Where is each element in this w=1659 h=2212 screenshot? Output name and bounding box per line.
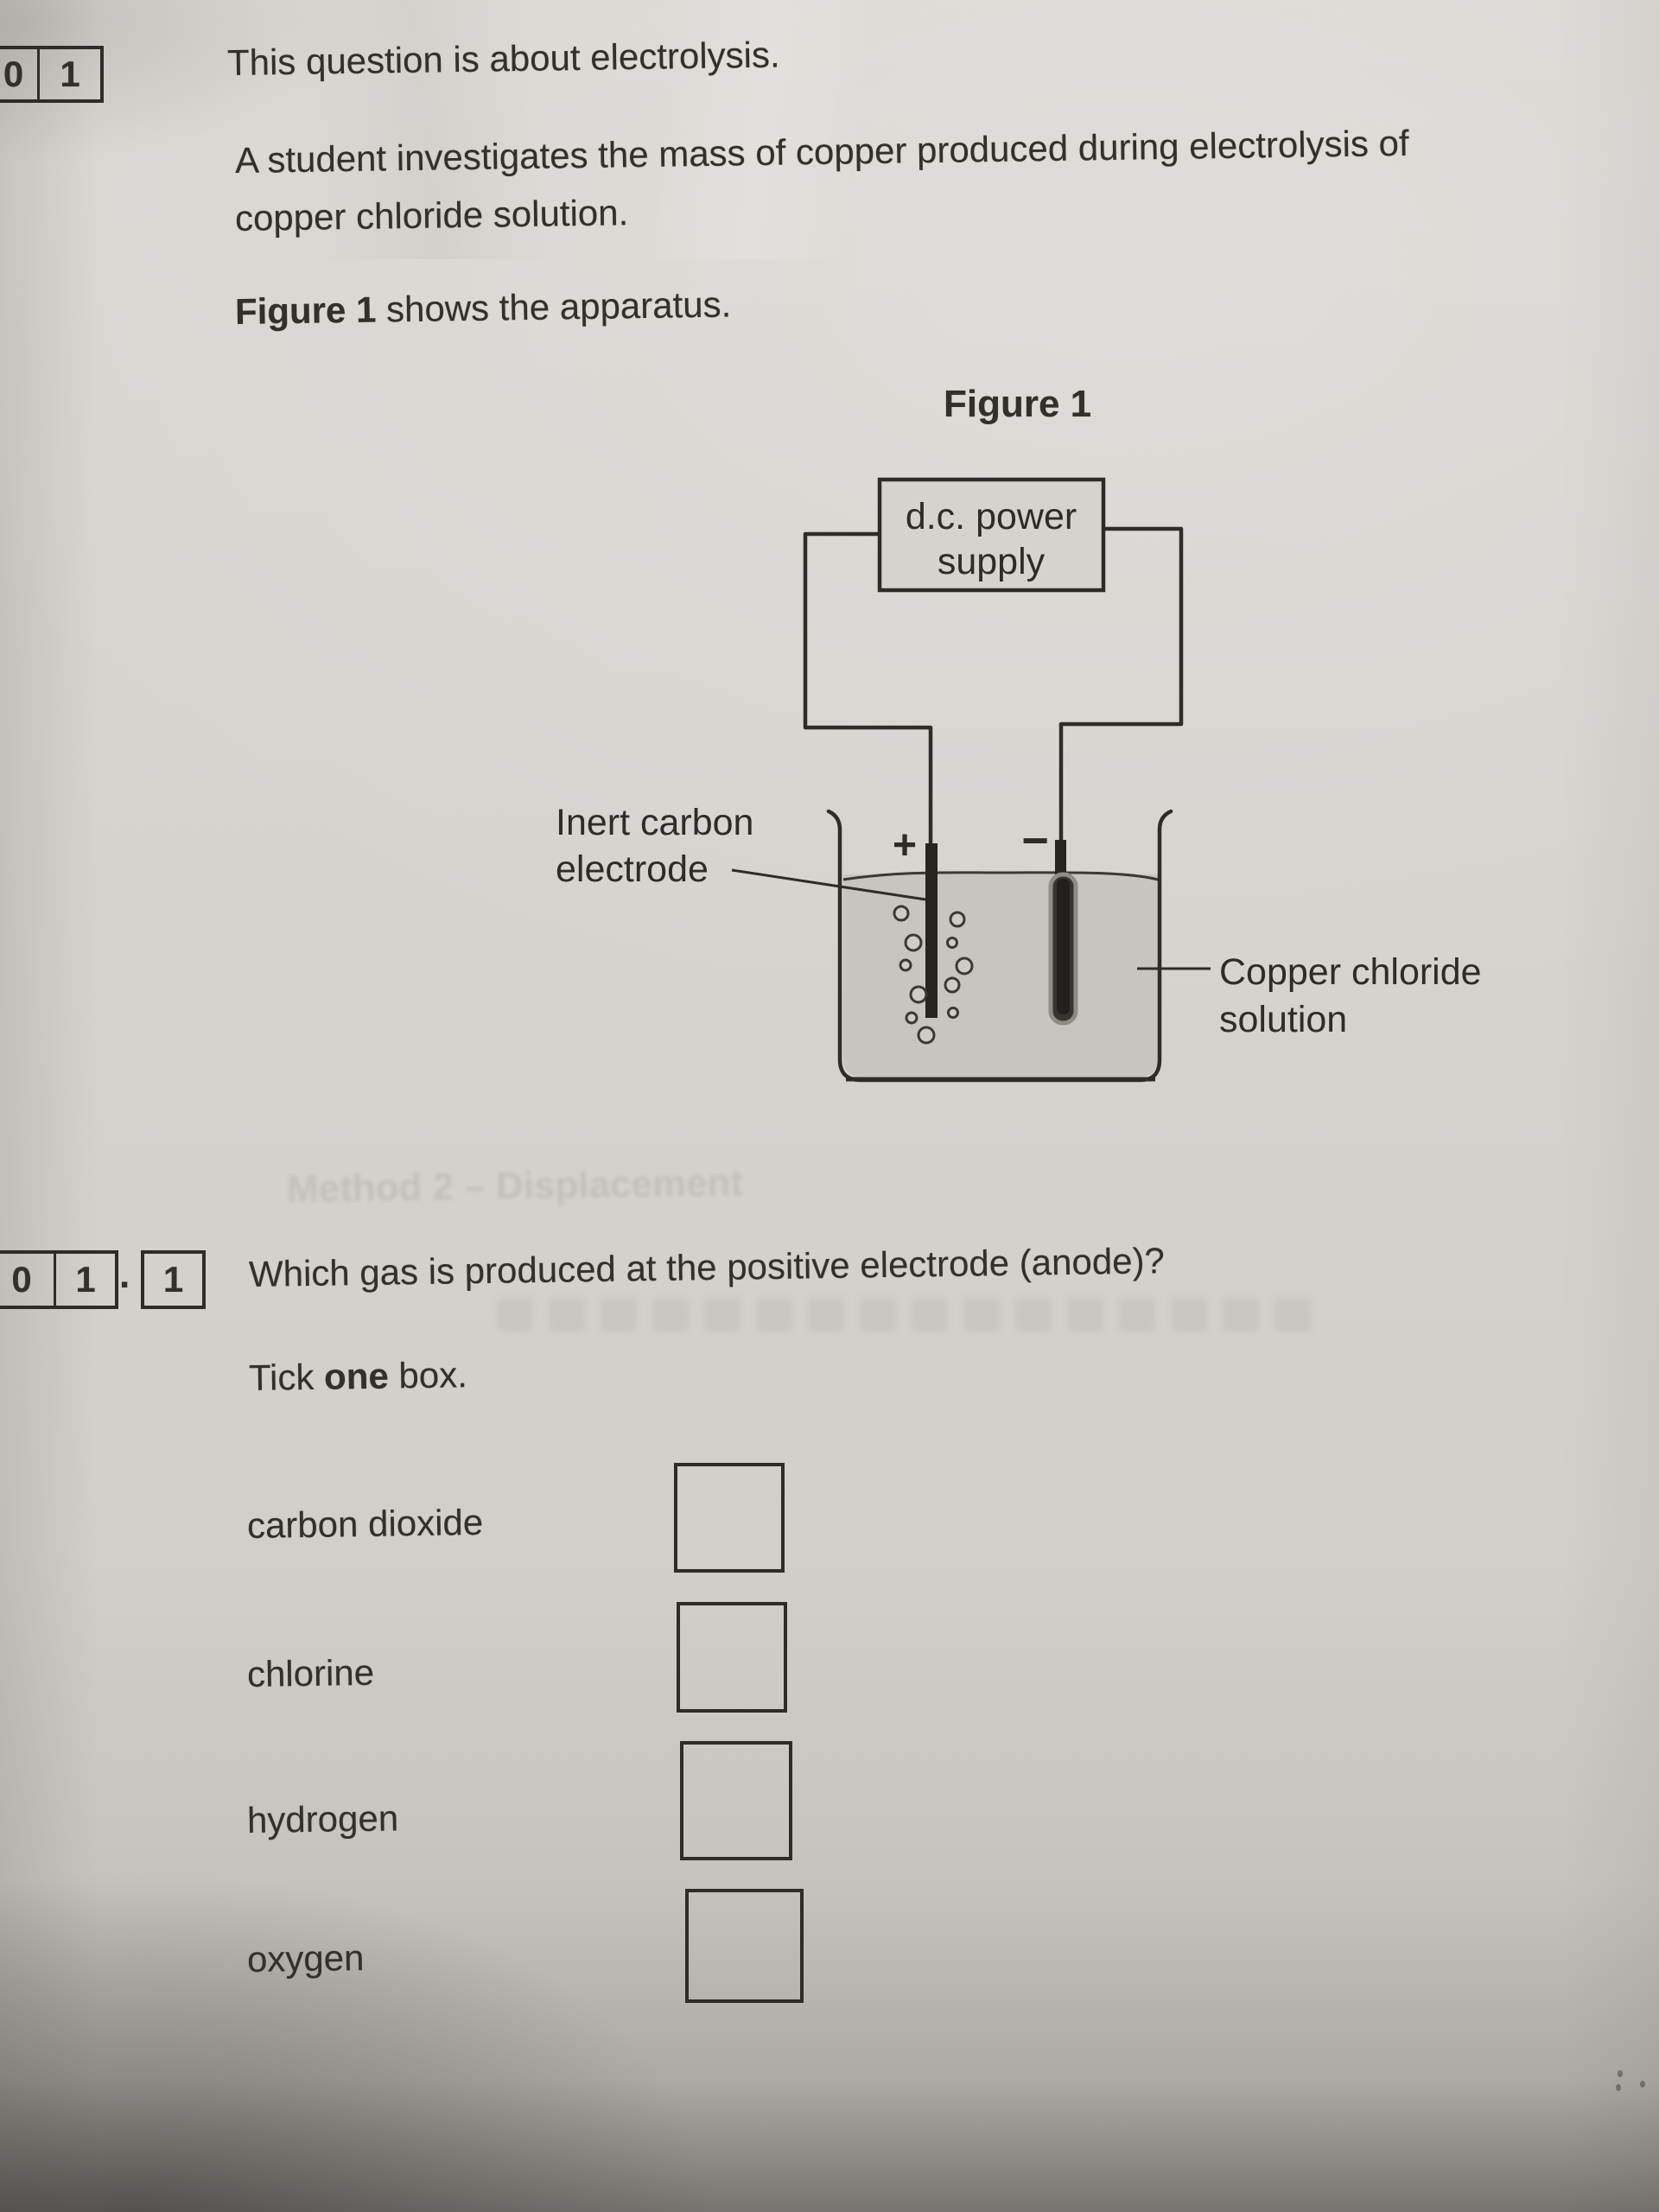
option-label-oxygen: oxygen bbox=[246, 1936, 365, 1980]
figure-1-diagram: d.c. power supply + − bbox=[556, 477, 1482, 1083]
question-intro-text: This question is about electrolysis. bbox=[226, 34, 780, 83]
solution-label-line2: solution bbox=[1219, 999, 1347, 1040]
print-speck bbox=[1616, 2084, 1621, 2091]
tick-instruction: Tick one box. bbox=[249, 1353, 468, 1400]
option-label-hydrogen: hydrogen bbox=[246, 1797, 399, 1840]
question-number-digit: 1 bbox=[37, 49, 100, 99]
power-supply-label-line1: d.c. power bbox=[906, 496, 1077, 537]
cathode-core bbox=[1057, 879, 1070, 1014]
figure-reference-line: Figure 1 shows the apparatus. bbox=[235, 283, 732, 334]
question-number-digit: 0 bbox=[3, 54, 24, 94]
sub-question-digit: 0 bbox=[11, 1259, 32, 1300]
option-checkbox-carbon-dioxide[interactable] bbox=[674, 1463, 785, 1573]
wire-right bbox=[1058, 526, 1184, 844]
electrode-label-leader-line bbox=[731, 868, 926, 901]
question-1-number-box: 0 1 bbox=[0, 46, 104, 103]
sub-question-number-separator: . bbox=[119, 1254, 130, 1296]
sub-question-number-box-sub: 1 bbox=[141, 1250, 206, 1309]
tick-instruction-prefix: Tick bbox=[248, 1356, 325, 1398]
tick-instruction-suffix: box. bbox=[388, 1354, 468, 1396]
wire-left bbox=[803, 531, 933, 844]
dc-power-supply-box bbox=[877, 477, 1106, 593]
sub-question-sub-digit: 1 bbox=[162, 1259, 184, 1300]
negative-sign: − bbox=[1021, 815, 1049, 867]
positive-sign: + bbox=[893, 823, 917, 868]
power-supply-label-line2: supply bbox=[938, 541, 1046, 582]
print-speck bbox=[1618, 2070, 1623, 2077]
sub-question-digit: 1 bbox=[54, 1254, 115, 1306]
solution-surface-line bbox=[842, 871, 1159, 881]
electrode-label-line2: electrode bbox=[556, 849, 709, 890]
sub-question-prompt: Which gas is produced at the positive el… bbox=[248, 1240, 1166, 1294]
solution-label-line1: Copper chloride bbox=[1219, 951, 1482, 993]
sub-question-number-box-main: 0 1 bbox=[0, 1250, 118, 1309]
question-paragraph-line1: A student investigates the mass of coppe… bbox=[234, 122, 1409, 181]
figure-reference-bold: Figure 1 bbox=[234, 289, 377, 332]
print-speck bbox=[1640, 2081, 1645, 2088]
copper-chloride-solution-fill bbox=[843, 874, 1158, 1077]
figure-reference-rest: shows the apparatus. bbox=[375, 283, 732, 330]
option-checkbox-oxygen[interactable] bbox=[685, 1889, 804, 2003]
option-checkbox-chlorine[interactable] bbox=[677, 1602, 787, 1713]
ghost-bleed-through-smudge bbox=[497, 1298, 1326, 1332]
figure-title: Figure 1 bbox=[944, 383, 1092, 425]
question-paragraph-line2: copper chloride solution. bbox=[234, 192, 629, 238]
option-checkbox-hydrogen[interactable] bbox=[680, 1741, 792, 1860]
ghost-bleed-through-text: Method 2 – Displacement bbox=[286, 1161, 744, 1211]
tick-instruction-bold: one bbox=[323, 1355, 390, 1397]
gas-bubbles bbox=[893, 905, 974, 1045]
electrode-label-line1: Inert carbon bbox=[556, 802, 753, 843]
option-label-carbon-dioxide: carbon dioxide bbox=[246, 1501, 484, 1546]
option-label-chlorine: chlorine bbox=[246, 1651, 375, 1694]
anode-carbon-electrode bbox=[925, 843, 938, 1018]
